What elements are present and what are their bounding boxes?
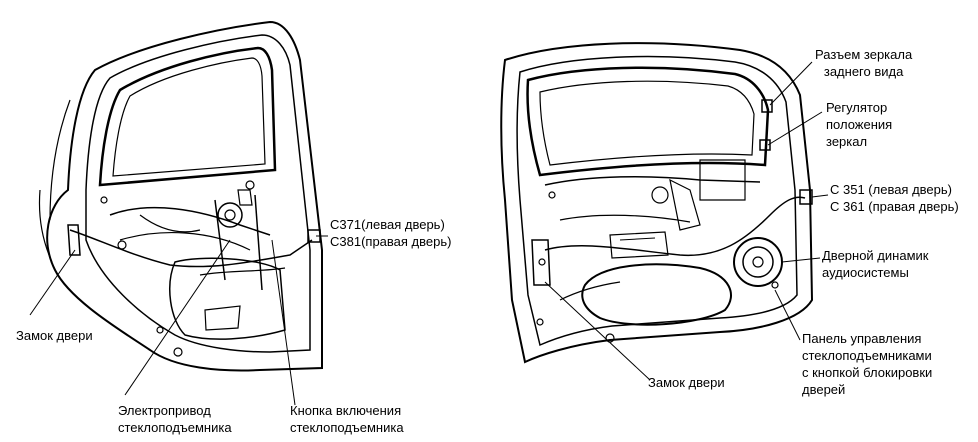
window-button-line1: Кнопка включения [290,403,402,418]
front-door-leader-lines [544,61,829,381]
front-door-lock-label: Замок двери [648,374,725,391]
mirror-connector-line1: Разъем зеркала [815,47,913,62]
rear-door-drawing [38,20,323,372]
rear-door-connector-label: С371(левая дверь) С381(правая дверь) [330,216,451,250]
rear-connector-right-text: С381(правая дверь) [330,234,452,249]
window-motor-line2: стеклоподъемника [118,420,232,435]
window-control-panel-label: Панель управления стеклоподъемниками с к… [802,330,932,398]
mirror-regulator-line3: зеркал [826,134,868,149]
front-door-lock-text: Замок двери [648,375,725,390]
rear-connector-left-text: С371(левая дверь) [330,217,445,232]
panel-line1: Панель управления [802,331,922,346]
front-connector-left-text: С 351 (левая дверь) [830,182,952,197]
mirror-regulator-label: Регулятор положения зеркал [826,99,892,150]
mirror-connector-line2: заднего вида [823,64,904,79]
mirror-regulator-line1: Регулятор [826,100,888,115]
front-door-drawing [500,42,814,364]
rear-door-lock-label: Замок двери [16,327,93,344]
window-motor-line1: Электропривод [118,403,211,418]
panel-line2: стеклоподъемниками [802,348,932,363]
front-door-connector-label: С 351 (левая дверь) С 361 (правая дверь) [830,181,959,215]
mirror-regulator-line2: положения [826,117,893,132]
panel-line4: дверей [802,382,846,397]
door-speaker-line2: аудиосистемы [822,265,909,280]
panel-line3: с кнопкой блокировки [802,365,933,380]
window-motor-label: Электропривод стеклоподъемника [118,402,232,436]
window-button-label: Кнопка включения стеклоподъемника [290,402,404,436]
door-speaker-line1: Дверной динамик [822,248,929,263]
front-connector-right-text: С 361 (правая дверь) [830,199,959,214]
window-button-line2: стеклоподъемника [290,420,404,435]
rear-door-lock-text: Замок двери [16,328,93,343]
door-speaker-label: Дверной динамик аудиосистемы [822,247,928,281]
rear-door-leader-lines [29,235,328,406]
mirror-connector-label: Разъем зеркала заднего вида [815,46,912,80]
